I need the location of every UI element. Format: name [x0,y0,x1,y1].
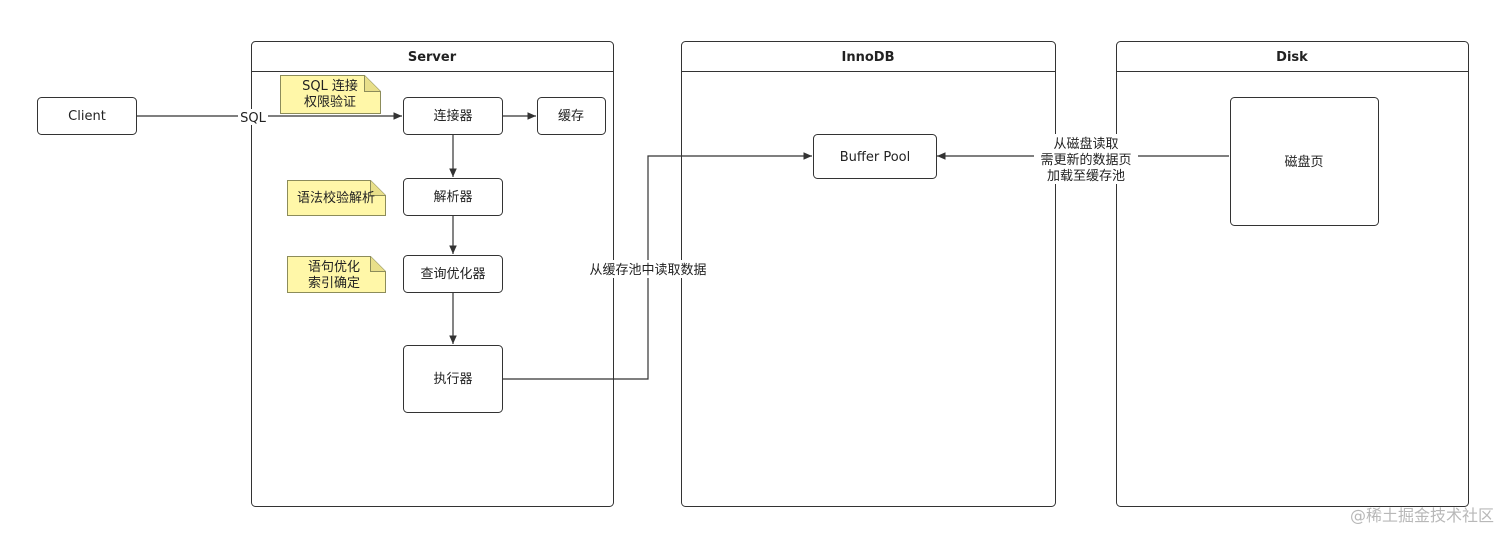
connector-note: SQL 连接 权限验证 [280,75,381,114]
disk-lane: Disk [1116,41,1469,507]
optimizer-note: 语句优化 索引确定 [287,256,386,293]
edge-disk-page-to-buffer-pool: 从磁盘读取 需更新的数据页 加载至缓存池 [937,134,1229,184]
cache-node-label: 缓存 [558,109,584,124]
connector-node[interactable]: 连接器 [403,97,503,135]
optimizer-note-line2: 索引确定 [308,276,360,291]
buffer-pool-node-label: Buffer Pool [840,150,910,165]
executor-node[interactable]: 执行器 [403,345,503,413]
edge-sql-label: SQL [240,111,266,126]
executor-node-label: 执行器 [433,372,472,387]
edge-disk-label-line2: 需更新的数据页 [1040,152,1131,168]
edge-client-to-connector: SQL [136,109,402,126]
parser-note: 语法校验解析 [287,180,386,216]
server-lane-title: Server [408,50,457,65]
innodb-lane: InnoDB [681,41,1056,507]
edge-disk-label-line1: 从磁盘读取 [1053,136,1118,152]
parser-note-label: 语法校验解析 [297,190,375,206]
connector-note-line1: SQL 连接 [302,78,358,94]
client-node[interactable]: Client [37,97,137,135]
optimizer-node-label: 查询优化器 [420,267,485,282]
disk-page-node-label: 磁盘页 [1284,154,1323,170]
watermark: @稀土掘金技术社区 [1350,506,1494,525]
connector-node-label: 连接器 [433,108,472,124]
client-node-label: Client [68,109,106,124]
optimizer-node[interactable]: 查询优化器 [403,255,503,293]
parser-node[interactable]: 解析器 [403,178,503,216]
edge-executor-to-buffer-pool: 从缓存池中读取数据 [502,152,812,380]
optimizer-note-line1: 语句优化 [308,260,360,275]
cache-node[interactable]: 缓存 [537,97,606,135]
edge-read-from-pool-label: 从缓存池中读取数据 [589,263,706,278]
disk-lane-title: Disk [1276,50,1308,65]
innodb-lane-title: InnoDB [842,50,895,65]
edge-disk-label-line3: 加载至缓存池 [1047,169,1125,184]
parser-node-label: 解析器 [433,190,472,205]
disk-page-node[interactable]: 磁盘页 [1230,97,1379,226]
buffer-pool-node[interactable]: Buffer Pool [813,134,937,179]
connector-note-line2: 权限验证 [304,94,356,110]
